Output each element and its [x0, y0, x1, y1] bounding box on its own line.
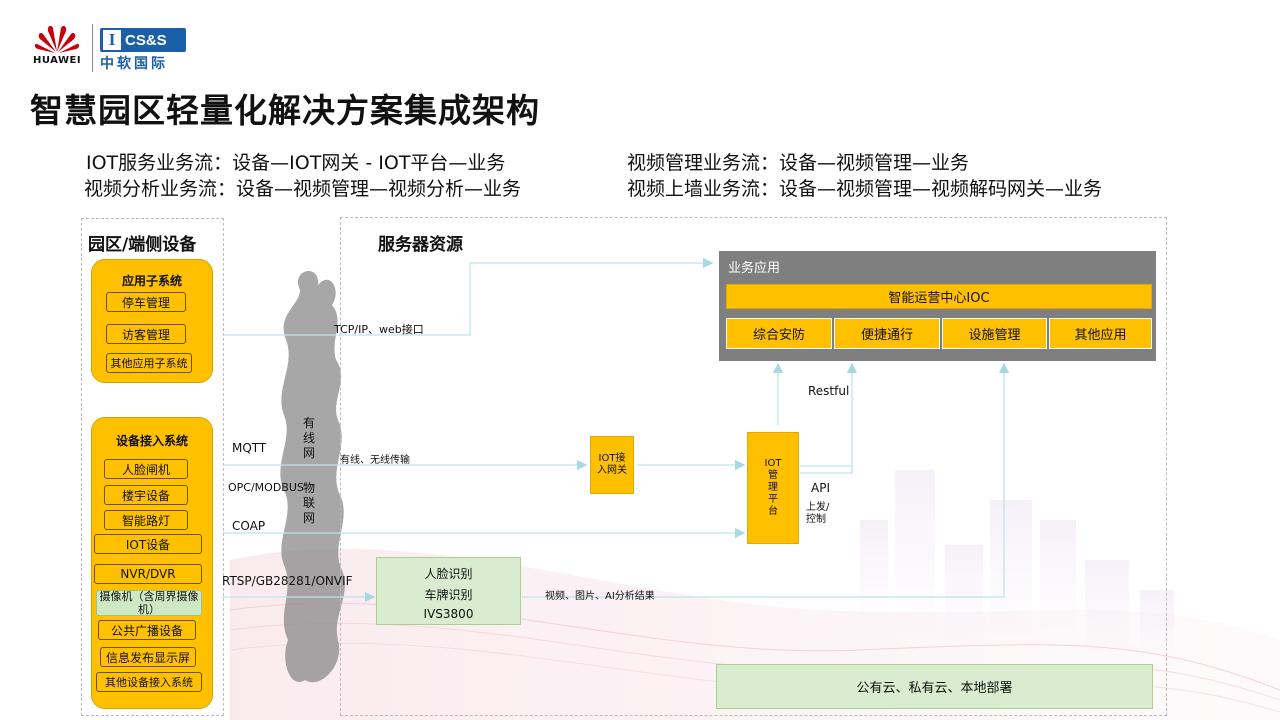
left-section-box — [81, 218, 224, 716]
label-wired-wireless: 有线、无线传输 — [340, 455, 410, 466]
ivs-plate: 车牌识别 — [424, 588, 473, 602]
label-coap: COAP — [232, 519, 266, 533]
ics-logo-chinese: 中软国际 — [100, 56, 168, 72]
huawei-wordmark: HUAWEI — [33, 55, 82, 66]
ics-logo: I CS&S — [100, 28, 186, 52]
label-up-control: 上发/控制 — [806, 502, 830, 525]
app-access: 便捷通行 — [834, 318, 940, 349]
app-subsystem-title: 应用子系统 — [121, 274, 182, 288]
page-title: 智慧园区轻量化解决方案集成架构 — [30, 91, 540, 130]
label-tcpip: TCP/IP、web接口 — [334, 323, 424, 336]
business-app-title: 业务应用 — [728, 261, 781, 276]
ics-logo-letter: I — [103, 30, 121, 50]
device-broadcast: 公共广播设备 — [98, 620, 196, 640]
device-access-group: 设备接入系统 人脸闸机 楼宇设备 智能路灯 IOT设备 NVR/DVR 摄像机（… — [91, 417, 213, 709]
logo-divider — [92, 24, 93, 72]
device-iot: IOT设备 — [94, 534, 202, 554]
label-restful: Restful — [808, 384, 850, 398]
ivs-model: IVS3800 — [423, 607, 474, 621]
app-subsystem-group: 应用子系统 停车管理 访客管理 其他应用子系统 — [91, 259, 213, 383]
iot-platform-box: IOT管理平台 — [747, 432, 799, 544]
network-wired-label: 有线网 — [302, 416, 315, 460]
flow-video-mgmt: 视频管理业务流：设备—视频管理—业务 — [627, 152, 970, 174]
iot-gateway-box: IOT接入网关 — [590, 436, 634, 494]
app-other: 其他应用 — [1049, 318, 1152, 349]
left-section-title: 园区/端侧设备 — [88, 235, 197, 255]
flow-video-analysis: 视频分析业务流：设备—视频管理—视频分析—业务 — [84, 178, 522, 200]
network-iot-label: 物联网 — [302, 481, 315, 525]
label-video-result: 视频、图片、AI分析结果 — [545, 591, 655, 602]
ioc-bar: 智能运营中心IOC — [726, 284, 1152, 309]
device-face-gate: 人脸闸机 — [104, 459, 188, 479]
device-nvr: NVR/DVR — [94, 564, 202, 584]
right-section-title: 服务器资源 — [378, 235, 463, 255]
device-display: 信息发布显示屏 — [100, 647, 196, 667]
flow-iot: IOT服务业务流：设备—IOT网关 - IOT平台—业务 — [86, 152, 506, 174]
app-item-parking: 停车管理 — [106, 292, 186, 312]
ics-logo-text: CS&S — [125, 31, 167, 49]
app-facility: 设施管理 — [942, 318, 1047, 349]
app-security: 综合安防 — [726, 318, 832, 349]
label-opc: OPC/MODBUS — [228, 481, 304, 494]
app-item-other: 其他应用子系统 — [106, 353, 192, 373]
right-section-box — [340, 217, 1167, 716]
label-api: API — [811, 481, 830, 495]
ivs-face: 人脸识别 — [424, 567, 473, 581]
ivs-box — [376, 557, 521, 625]
device-building: 楼宇设备 — [104, 485, 188, 505]
device-other: 其他设备接入系统 — [96, 672, 202, 692]
cloud-deploy-bar: 公有云、私有云、本地部署 — [716, 664, 1153, 709]
app-item-visitor: 访客管理 — [106, 324, 186, 344]
device-camera: 摄像机（含周界摄像机） — [96, 590, 202, 616]
flow-video-wall: 视频上墙业务流：设备—视频管理—视频解码网关—业务 — [627, 178, 1103, 200]
label-mqtt: MQTT — [232, 441, 267, 455]
device-street-light: 智能路灯 — [104, 510, 188, 530]
huawei-logo-icon — [34, 25, 80, 53]
label-rtsp: RTSP/GB28281/ONVIF — [222, 574, 353, 588]
device-access-title: 设备接入系统 — [115, 434, 188, 448]
